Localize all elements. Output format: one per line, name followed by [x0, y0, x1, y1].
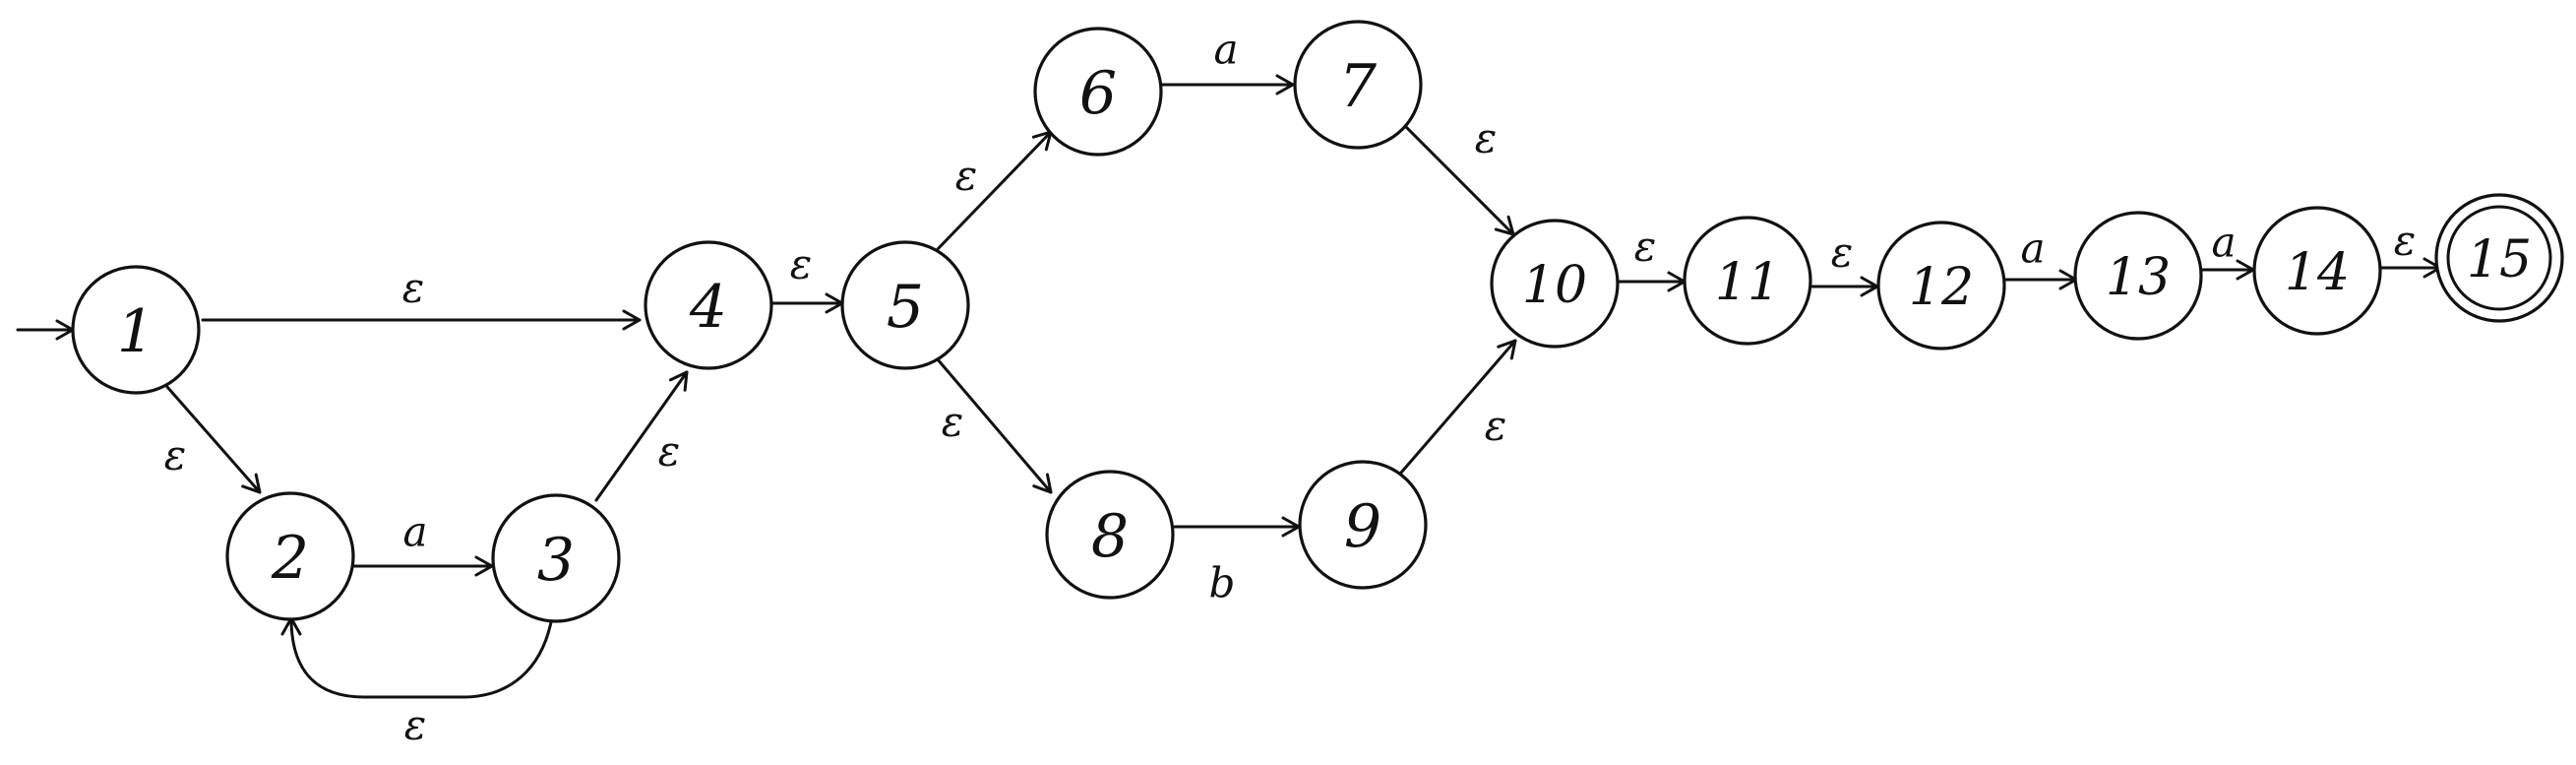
state-2: 2: [225, 491, 355, 621]
state-1: 1: [71, 265, 201, 395]
state-label-8: 8: [1091, 502, 1129, 571]
edge-label-5-6: ε: [955, 152, 978, 200]
transition-edges: [16, 74, 2442, 699]
state-label-6: 6: [1079, 59, 1117, 128]
state-label-7: 7: [1339, 52, 1378, 121]
state-label-5: 5: [887, 273, 924, 342]
edge-label-6-7: a: [1213, 26, 1238, 74]
state-label-13: 13: [2106, 248, 2171, 307]
edge-3-2: [280, 616, 553, 699]
edge-label-2-3: a: [402, 508, 427, 556]
edge-label-9-10: ε: [1485, 402, 1507, 450]
state-label-14: 14: [2285, 243, 2350, 302]
state-label-11: 11: [1715, 253, 1780, 312]
edge-label-1-2: ε: [164, 431, 187, 479]
edge-label-3-4: ε: [658, 427, 681, 476]
state-11: 11: [1683, 216, 1812, 346]
state-8: 8: [1045, 470, 1175, 600]
edge-label-14-15: ε: [2394, 217, 2417, 265]
state-label-1: 1: [117, 297, 154, 366]
edge-9-10: [1399, 339, 1517, 475]
state-label-15: 15: [2467, 230, 2532, 289]
edge-label-13-14: a: [2211, 219, 2236, 267]
state-14: 14: [2252, 206, 2382, 336]
edge-label-4-5: ε: [790, 240, 813, 288]
state-3: 3: [491, 493, 621, 623]
state-7: 7: [1293, 20, 1423, 150]
state-12: 12: [1876, 221, 2006, 351]
edge-label-8-9: b: [1209, 559, 1236, 607]
edge-label-5-8: ε: [942, 398, 964, 446]
state-15-accepting: 15: [2434, 193, 2564, 323]
state-4: 4: [644, 240, 773, 370]
edge-label-11-12: ε: [1831, 228, 1854, 277]
edge-label-3-2: ε: [404, 701, 427, 749]
state-label-12: 12: [1909, 258, 1974, 317]
edge-label-1-4: ε: [402, 264, 425, 312]
edge-label-7-10: ε: [1475, 114, 1498, 162]
edge-3-4: [594, 370, 689, 502]
state-label-2: 2: [271, 524, 309, 593]
edge-5-8: [935, 356, 1053, 494]
state-label-3: 3: [537, 526, 575, 595]
edge-1-2: [165, 385, 262, 494]
state-10: 10: [1490, 219, 1620, 349]
accepting-ring: [2446, 205, 2552, 311]
state-13: 13: [2073, 211, 2203, 341]
state-9: 9: [1298, 460, 1428, 590]
transition-labels: ε ε a ε ε ε ε ε a b ε ε ε ε a a ε: [164, 26, 2417, 749]
edge-5-6: [935, 130, 1053, 252]
edge-label-10-11: ε: [1634, 223, 1657, 271]
edge-label-12-13: a: [2020, 224, 2045, 273]
states: 1 2 3 4 5 6 7 8: [71, 20, 2564, 623]
state-5: 5: [840, 240, 970, 370]
edge-7-10: [1403, 124, 1515, 236]
state-label-10: 10: [1522, 256, 1587, 315]
state-6: 6: [1033, 27, 1163, 157]
state-label-4: 4: [689, 273, 727, 342]
state-label-9: 9: [1344, 492, 1381, 561]
